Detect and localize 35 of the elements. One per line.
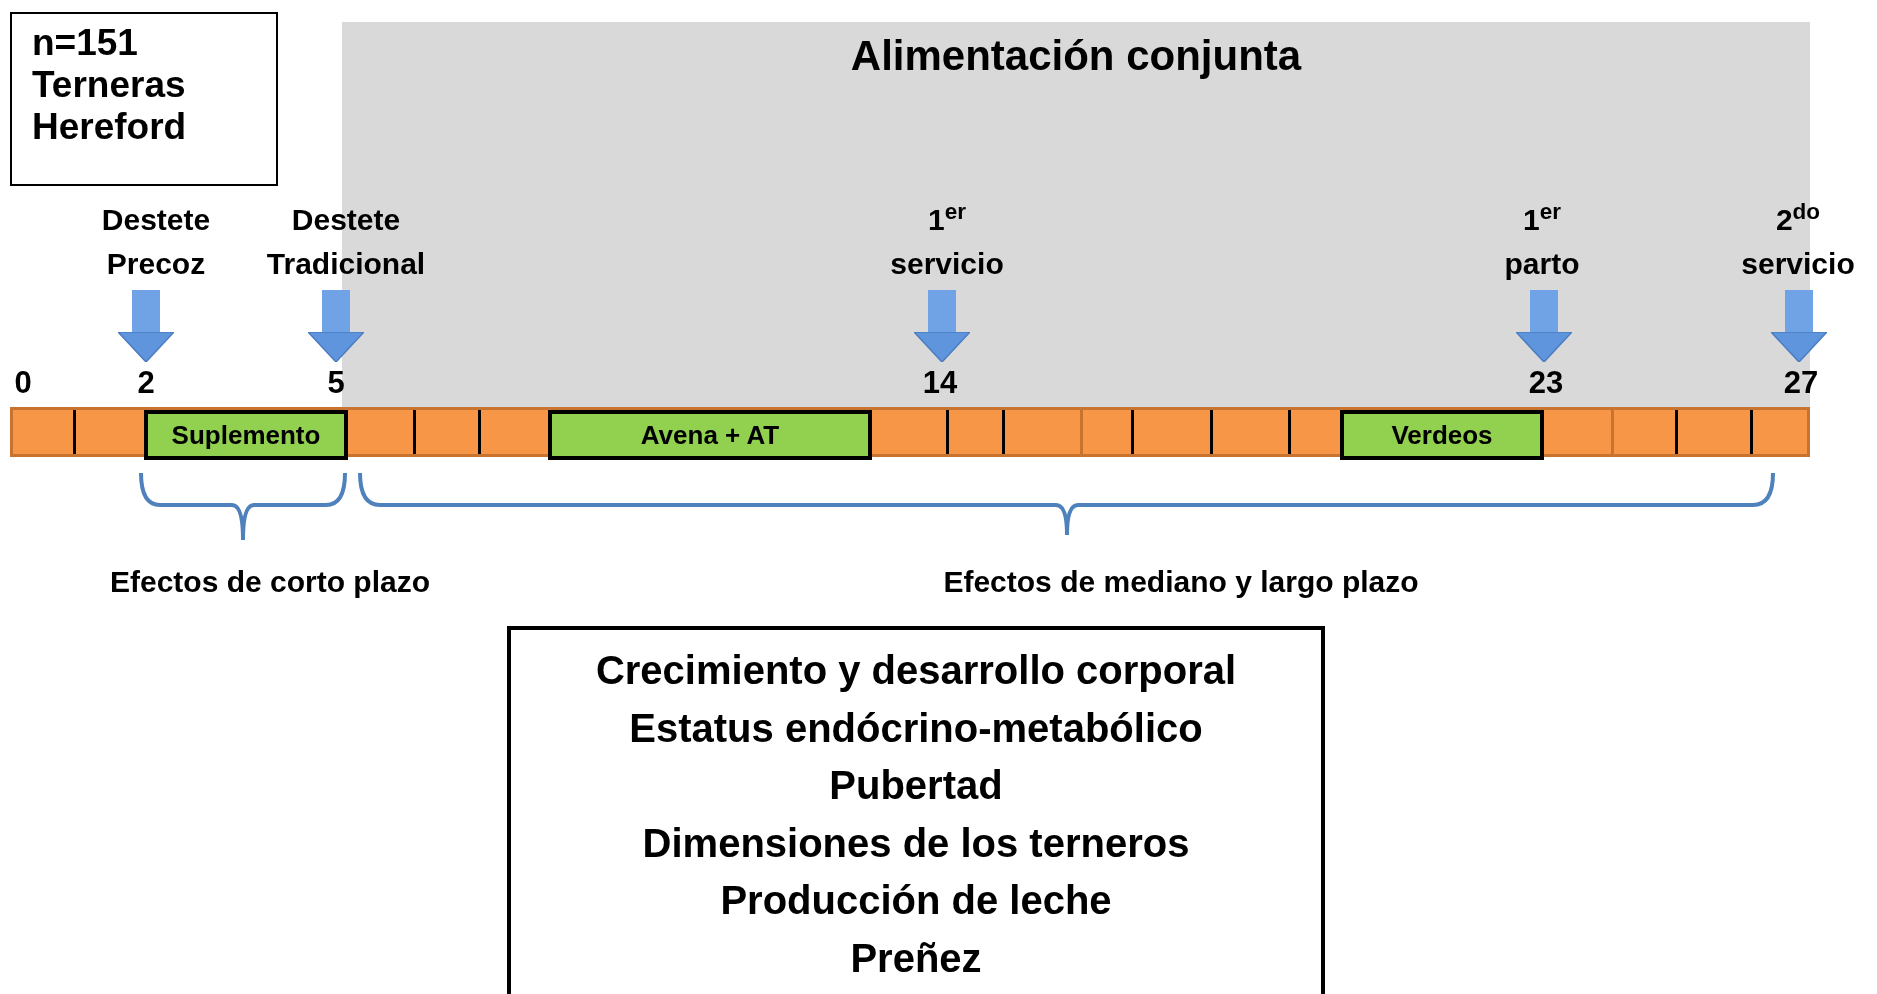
node-text: Dimensiones de los terneros [642, 819, 1190, 867]
arrow [117, 290, 175, 363]
node-text: Preñez [850, 934, 982, 982]
arrow [1515, 290, 1573, 363]
milestone-label: 2$^{do}$ servicio [1741, 198, 1855, 282]
node-text: Verdeos [1391, 422, 1493, 448]
node-text: Pubertad [829, 762, 1003, 809]
milestone-label: Destete Tradicional [266, 202, 426, 282]
node-text: n=151 Terneras Hereford [32, 22, 187, 148]
period-box [548, 410, 872, 460]
arrow [307, 290, 365, 363]
milestone-label: Destete Precoz [101, 202, 211, 282]
tick-label: 5 [327, 366, 345, 398]
info-box [10, 12, 278, 186]
milestone-label: 1$^{er}$ parto [1504, 198, 1580, 282]
tick-label: 14 [922, 366, 958, 398]
node-text: Crecimiento y desarrollo corporal [595, 647, 1237, 694]
node-text: Producción de leche [720, 877, 1112, 924]
effect-label: Efectos de mediano y largo plazo [942, 564, 1420, 600]
node-text: Alimentación conjunta [850, 31, 1302, 81]
tick-label: 27 [1783, 366, 1819, 398]
node-text: Avena + AT [640, 422, 780, 448]
effect-label: Efectos de corto plazo [108, 564, 432, 600]
timeline-bar [10, 407, 1810, 457]
arrow [913, 290, 971, 363]
tick-label: 0 [14, 366, 32, 398]
node-text: Estatus endócrino-metabólico [629, 704, 1203, 752]
tick-label: 23 [1528, 366, 1564, 398]
arrow [1770, 290, 1828, 363]
tick-label: 2 [137, 366, 155, 398]
outcome-box [507, 626, 1325, 994]
period-box [1340, 410, 1544, 460]
period-box [144, 410, 348, 460]
milestone-label: 1$^{er}$ servicio [890, 198, 1004, 282]
node-text: Suplemento [171, 422, 321, 448]
